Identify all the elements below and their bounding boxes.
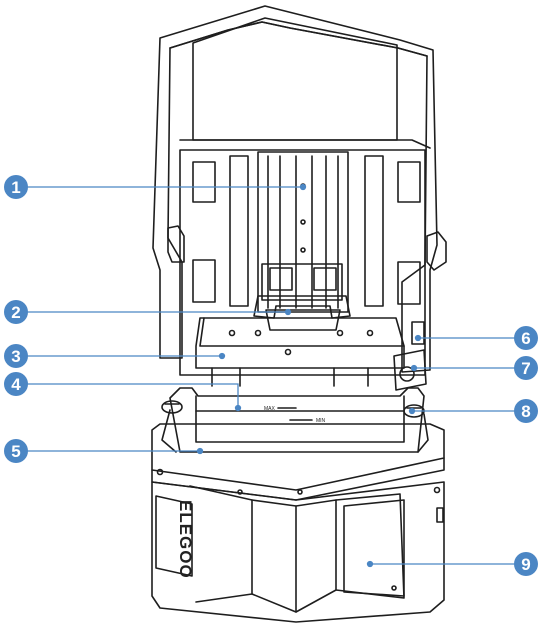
vat-min-label: MIN (316, 418, 326, 424)
plate-screw-2 (254, 329, 262, 337)
vat-arm-left (161, 409, 177, 453)
base-facet-left (189, 485, 253, 603)
base-deck (151, 423, 445, 491)
callout-9: 9 (514, 552, 538, 576)
svg-text:5: 5 (11, 442, 20, 461)
svg-text:7: 7 (521, 359, 530, 378)
leader-lines (27, 183, 515, 568)
build-plate-top (199, 317, 405, 347)
rail-bolt-3 (300, 247, 306, 253)
rail-bolt-2 (300, 219, 306, 225)
lid-rim (179, 139, 431, 149)
lid-inner-edge (169, 21, 428, 57)
lid-outer (152, 5, 438, 373)
platform-knob (253, 295, 351, 319)
z-column (257, 151, 349, 313)
leader-8-dot (408, 407, 416, 415)
leader-7-dot (410, 364, 418, 372)
base-facet-right (335, 493, 405, 599)
slot-tr (397, 161, 421, 203)
leader-5-dot (196, 447, 204, 455)
brand-logo: ELEGOO (176, 500, 195, 579)
callout-6: 6 (514, 326, 538, 350)
printer-illustration (151, 5, 447, 623)
deck-screw-l (156, 468, 164, 476)
svg-text:9: 9 (521, 555, 530, 574)
vat-max-label: MAX (264, 406, 276, 412)
deck-screw-r (433, 486, 441, 494)
svg-text:4: 4 (11, 375, 21, 394)
leader-1-dot (299, 183, 307, 191)
z-carriage-detail (269, 267, 337, 291)
callout-3: 3 (4, 344, 28, 368)
callout-5: 5 (4, 439, 28, 463)
callout-4: 4 (4, 372, 28, 396)
hinge-right (426, 231, 447, 271)
plate-screw-3 (336, 329, 344, 337)
side-fan-cap (399, 366, 415, 382)
leader-2-dot (284, 308, 292, 316)
resin-vat-inner (195, 395, 405, 443)
slot-br (364, 155, 384, 307)
leader-4 (27, 383, 239, 406)
platform-clamp (265, 309, 341, 331)
callouts: 1 2 3 4 5 6 7 8 (4, 175, 538, 576)
callout-2: 2 (4, 300, 28, 324)
svg-text:6: 6 (521, 329, 530, 348)
slot-mr (397, 261, 421, 305)
svg-text:1: 1 (11, 178, 20, 197)
svg-text:3: 3 (11, 347, 20, 366)
slot-ml (192, 259, 216, 303)
base-facet-mid (251, 499, 337, 613)
hinge-left (167, 225, 185, 263)
z-carriage (261, 263, 343, 301)
logo-plate (155, 495, 193, 577)
plate-screw-1 (228, 329, 236, 337)
callout-7: 7 (514, 356, 538, 380)
plate-screw-5 (284, 348, 292, 356)
leader-4-dot (234, 404, 242, 412)
base-body (151, 481, 445, 623)
slot-bl (229, 155, 249, 307)
side-fan-housing (393, 349, 427, 391)
callout-8: 8 (514, 399, 538, 423)
side-sensor (411, 321, 425, 345)
svg-text:8: 8 (521, 402, 530, 421)
leader-6-dot (414, 334, 422, 342)
vat-arm-right (417, 413, 429, 453)
leader-9-dot (366, 560, 374, 568)
build-plate (195, 317, 405, 369)
back-panel (179, 149, 426, 376)
slot-tl (192, 161, 216, 203)
leader-3-dot (218, 352, 226, 360)
resin-vat-outer (169, 387, 425, 453)
svg-text:2: 2 (11, 303, 20, 322)
deck-screw-m2 (297, 489, 303, 495)
touch-screen (343, 499, 405, 597)
vat-screw-left (161, 400, 183, 414)
callout-1: 1 (4, 175, 28, 199)
lid-window (192, 17, 398, 141)
screen-indicator (391, 585, 397, 591)
side-port (436, 507, 444, 523)
plate-screw-4 (366, 329, 374, 337)
